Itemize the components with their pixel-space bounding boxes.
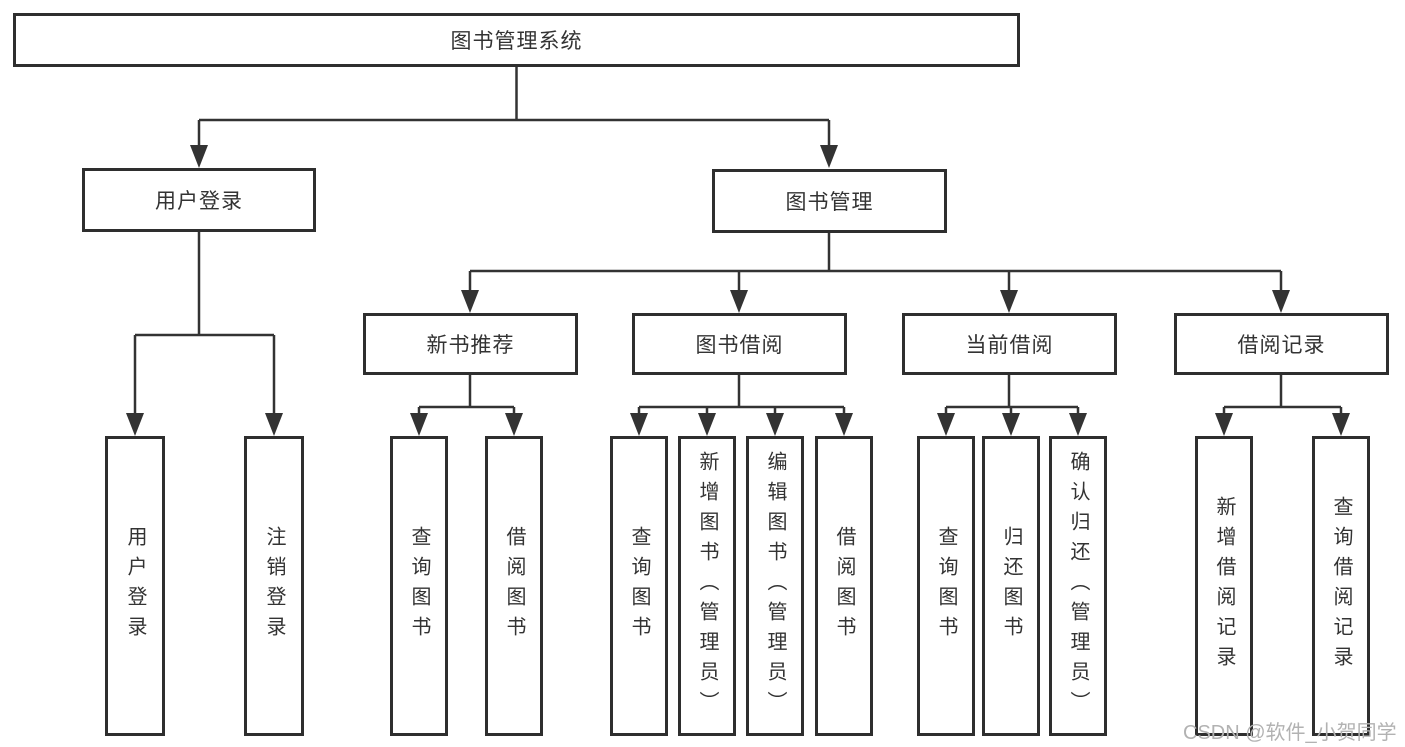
leaf-confirm-return-admin: 确认归还（管理员） [1049,436,1107,736]
leaf-borrow-query-books: 查询图书 [610,436,668,736]
node-new-book-recommend-label: 新书推荐 [426,334,515,357]
leaf-add-books-admin-label: 新增图书（管理员） [696,451,718,721]
node-current-borrow-label: 当前借阅 [965,334,1054,357]
node-book-management: 图书管理 [712,169,947,233]
node-new-book-recommend: 新书推荐 [363,313,578,375]
node-book-borrow: 图书借阅 [632,313,847,375]
leaf-logout: 注销登录 [244,436,304,736]
node-book-management-label: 图书管理 [785,191,874,214]
leaf-return-books: 归还图书 [982,436,1040,736]
csdn-watermark: CSDN @软件_小贺同学 [1183,722,1397,744]
leaf-current-query-books-label: 查询图书 [935,526,957,646]
leaf-edit-books-admin-label: 编辑图书（管理员） [764,451,786,721]
node-user-login: 用户登录 [82,168,316,232]
leaf-add-borrow-record-label: 新增借阅记录 [1213,496,1235,676]
leaf-user-login: 用户登录 [105,436,165,736]
node-library-system: 图书管理系统 [13,13,1020,67]
node-current-borrow: 当前借阅 [902,313,1117,375]
leaf-return-books-label: 归还图书 [1000,526,1022,646]
node-book-borrow-label: 图书借阅 [695,334,784,357]
leaf-recommend-query-books: 查询图书 [390,436,448,736]
leaf-recommend-query-books-label: 查询图书 [408,526,430,646]
leaf-recommend-borrow-books-label: 借阅图书 [503,526,525,646]
leaf-user-login-label: 用户登录 [124,526,146,646]
node-library-system-label: 图书管理系统 [450,30,583,53]
leaf-add-books-admin: 新增图书（管理员） [678,436,736,736]
node-borrow-records: 借阅记录 [1174,313,1389,375]
arrowheads [126,145,1350,436]
leaf-borrow-books: 借阅图书 [815,436,873,736]
leaf-confirm-return-admin-label: 确认归还（管理员） [1067,451,1089,721]
leaf-query-borrow-record-label: 查询借阅记录 [1330,496,1352,676]
connector-stems [133,67,1343,418]
leaf-recommend-borrow-books: 借阅图书 [485,436,543,736]
leaf-logout-label: 注销登录 [263,526,285,646]
leaf-edit-books-admin: 编辑图书（管理员） [746,436,804,736]
leaf-borrow-query-books-label: 查询图书 [628,526,650,646]
leaf-borrow-books-label: 借阅图书 [833,526,855,646]
node-user-login-label: 用户登录 [155,190,243,213]
node-borrow-records-label: 借阅记录 [1237,334,1326,357]
leaf-query-borrow-record: 查询借阅记录 [1312,436,1370,736]
leaf-add-borrow-record: 新增借阅记录 [1195,436,1253,736]
leaf-current-query-books: 查询图书 [917,436,975,736]
